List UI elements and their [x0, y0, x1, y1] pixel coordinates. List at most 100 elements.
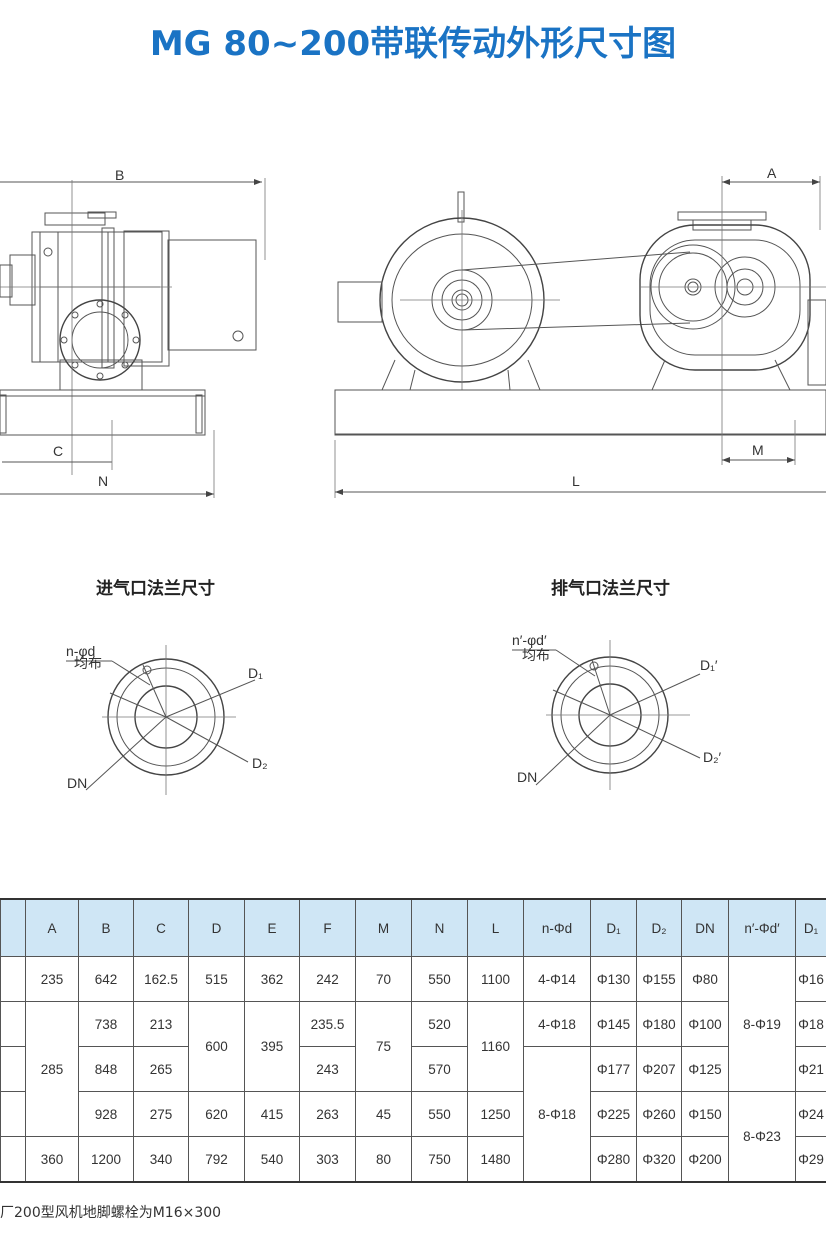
cell-n-d-prime: 8-Φ19 [728, 956, 796, 1092]
dim-b-label: B [115, 167, 124, 183]
outlet-flange-drawing: n′-φd′ 均布 D₁′ D₂′ DN [512, 632, 722, 790]
cell-d: 600 [188, 1001, 245, 1092]
cell-n: 570 [411, 1046, 468, 1092]
header-cell: F [299, 898, 356, 957]
dim-n-label: N [98, 473, 108, 489]
dim-l-label: L [572, 473, 580, 489]
cell-d1: Φ177 [590, 1046, 637, 1092]
inlet-flange-drawing: n-φd 均布 D₁ D₂ DN [66, 643, 268, 795]
header-cell: n-Φd [523, 898, 591, 957]
cell-n-d-prime: 8-Φ23 [728, 1091, 796, 1183]
cell-n-d: 4-Φ18 [523, 1001, 591, 1047]
header-cell: DN [681, 898, 729, 957]
cell-c: 275 [133, 1091, 189, 1137]
inlet-hole-note: 均布 [74, 655, 102, 671]
cell-dn: Φ125 [681, 1046, 729, 1092]
cell-l: 1480 [467, 1136, 524, 1183]
cell-n: 550 [411, 956, 468, 1002]
cell-l: 1160 [467, 1001, 524, 1092]
inlet-dn-label: DN [67, 775, 87, 791]
header-cell: N [411, 898, 468, 957]
dim-a-label: A [767, 165, 777, 181]
model-cell [0, 1046, 26, 1092]
inlet-d1-label: D₁ [248, 665, 263, 681]
cell-f: 303 [299, 1136, 356, 1183]
table-row: 235 642 162.5 515 362 242 70 550 1100 4-… [0, 956, 826, 1092]
inlet-hole-label: n-φd [66, 643, 95, 659]
table-row: 848 265 243 570 8-Φ18 Φ177 Φ207 Φ125 Φ21 [0, 1046, 826, 1183]
header-cell: D₂ [636, 898, 682, 957]
cell-c: 162.5 [133, 956, 189, 1002]
cell-d1: Φ130 [590, 956, 637, 1002]
cell-d1: Φ280 [590, 1136, 637, 1183]
cell-d1-prime: Φ18 [795, 1001, 826, 1047]
cell-d1-prime: Φ24 [795, 1091, 826, 1137]
outlet-flange-title: 排气口法兰尺寸 [551, 579, 670, 599]
header-cell: M [355, 898, 412, 957]
header-cell: D₁ [795, 898, 826, 957]
cell-n: 750 [411, 1136, 468, 1183]
header-cell: D [188, 898, 245, 957]
cell-m: 45 [355, 1091, 412, 1137]
header-cell: A [25, 898, 79, 957]
cell-n: 550 [411, 1091, 468, 1137]
front-view: A M L [334, 165, 826, 498]
side-view: B C N [0, 167, 266, 498]
cell-n-d: 4-Φ14 [523, 956, 591, 1002]
cell-e: 415 [244, 1091, 300, 1137]
cell-d: 792 [188, 1136, 245, 1183]
cell-b: 928 [78, 1091, 134, 1137]
header-cell: D₁ [590, 898, 637, 957]
header-cell: E [244, 898, 300, 957]
outlet-hole-note: 均布 [522, 647, 550, 663]
cell-d1: Φ145 [590, 1001, 637, 1047]
cell-dn: Φ200 [681, 1136, 729, 1183]
cell-dn: Φ80 [681, 956, 729, 1002]
cell-d: 620 [188, 1091, 245, 1137]
page-title: MG 80~200带联传动外形尺寸图 [149, 24, 677, 64]
outlet-d1-label: D₁′ [700, 657, 718, 673]
cell-d2: Φ180 [636, 1001, 682, 1047]
model-cell [0, 956, 26, 1002]
cell-c: 340 [133, 1136, 189, 1183]
inlet-d2-label: D₂ [252, 755, 268, 771]
cell-b: 848 [78, 1046, 134, 1092]
cell-e: 540 [244, 1136, 300, 1183]
cell-d1-prime: Φ21 [795, 1046, 826, 1092]
cell-f: 235.5 [299, 1001, 356, 1047]
table-row: 928 275 620 415 263 45 550 1250 Φ225 Φ26… [0, 1091, 826, 1183]
dim-m-label: M [752, 442, 764, 458]
cell-a: 235 [25, 956, 79, 1002]
cell-n: 520 [411, 1001, 468, 1047]
cell-c: 213 [133, 1001, 189, 1047]
outlet-d2-label: D₂′ [703, 749, 722, 765]
cell-d1-prime: Φ29 [795, 1136, 826, 1183]
outline-drawing: B C N [0, 165, 826, 795]
cell-d1: Φ225 [590, 1091, 637, 1137]
table-row: 360 1200 340 792 540 303 80 750 1480 Φ28… [0, 1136, 826, 1183]
cell-f: 242 [299, 956, 356, 1002]
outlet-hole-label: n′-φd′ [512, 632, 547, 648]
cell-b: 642 [78, 956, 134, 1002]
model-cell [0, 1136, 26, 1183]
cell-b: 738 [78, 1001, 134, 1047]
header-cell: n′-Φd′ [728, 898, 796, 957]
model-cell [0, 1091, 26, 1137]
table-row: 285 738 213 600 395 235.5 75 520 1160 4-… [0, 1001, 826, 1137]
model-cell [0, 1001, 26, 1047]
cell-a: 285 [25, 1001, 79, 1137]
outlet-dn-label: DN [517, 769, 537, 785]
header-cell [0, 898, 26, 957]
cell-a: 360 [25, 1136, 79, 1183]
inlet-flange-title: 进气口法兰尺寸 [96, 579, 215, 599]
cell-dn: Φ150 [681, 1091, 729, 1137]
cell-d2: Φ320 [636, 1136, 682, 1183]
cell-l: 1250 [467, 1091, 524, 1137]
cell-d2: Φ207 [636, 1046, 682, 1092]
cell-n-d: 8-Φ18 [523, 1046, 591, 1183]
cell-e: 362 [244, 956, 300, 1002]
cell-f: 263 [299, 1091, 356, 1137]
dim-c-label: C [53, 443, 63, 459]
header-cell: L [467, 898, 524, 957]
footnote: 厂200型风机地脚螺栓为M16×300 [0, 1205, 222, 1221]
